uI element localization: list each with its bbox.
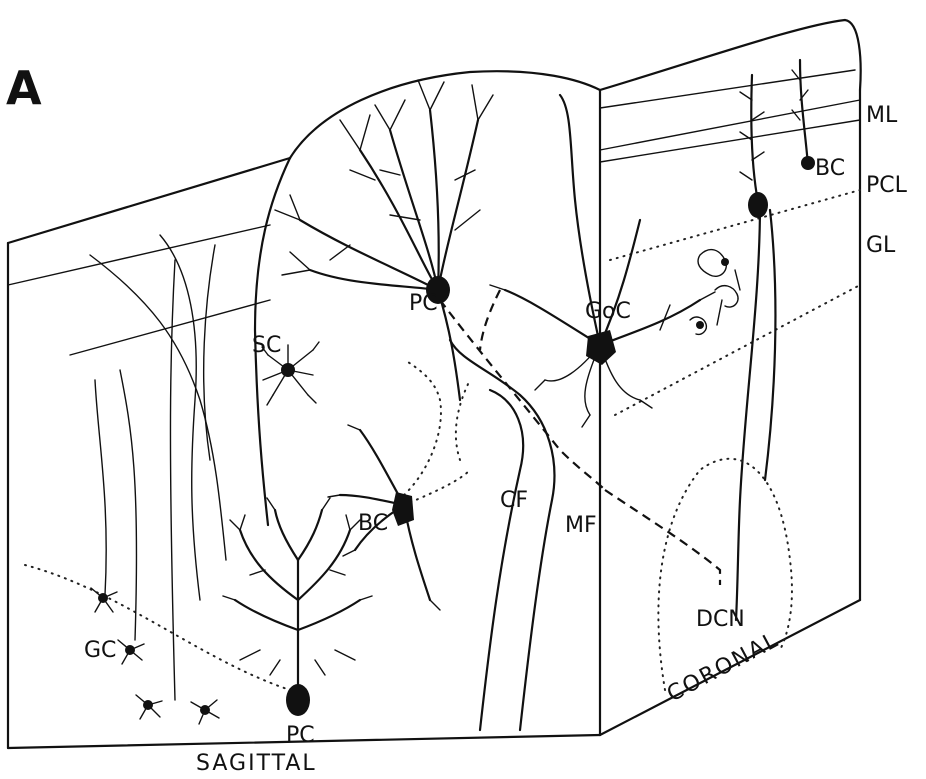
- label-bc-coronal: BC: [815, 156, 845, 181]
- label-bc-sagittal: BC: [358, 511, 388, 536]
- tissue-block-outline: [8, 20, 861, 748]
- label-pc-bottom: PC: [286, 723, 315, 748]
- label-goc: GoC: [585, 299, 631, 324]
- layer-label-ml: ML: [866, 103, 898, 128]
- label-dcn: DCN: [696, 607, 745, 632]
- purkinje-axon-coronal: [736, 205, 775, 620]
- mossy-fiber: [440, 290, 720, 585]
- label-coronal: CORONAL: [663, 627, 783, 707]
- granule-cluster-coronal: [660, 250, 740, 335]
- label-pc-top: PC: [409, 291, 438, 316]
- label-sc: SC: [252, 333, 281, 358]
- golgi-cell: [490, 95, 715, 427]
- panel-letter: A: [6, 61, 42, 115]
- parallel-fibers-sagittal: [90, 235, 226, 700]
- label-cf: CF: [500, 488, 528, 513]
- layer-label-gl: GL: [866, 233, 896, 258]
- purkinje-cell-coronal: [740, 75, 768, 218]
- basket-cell-sagittal: [328, 360, 470, 610]
- purkinje-cell-bottom: [223, 498, 372, 716]
- label-mf: MF: [565, 513, 597, 538]
- label-sagittal: SAGITTAL: [196, 751, 317, 776]
- layer-label-pcl: PCL: [866, 173, 908, 198]
- label-gc: GC: [84, 638, 116, 663]
- climbing-fiber: [450, 340, 554, 730]
